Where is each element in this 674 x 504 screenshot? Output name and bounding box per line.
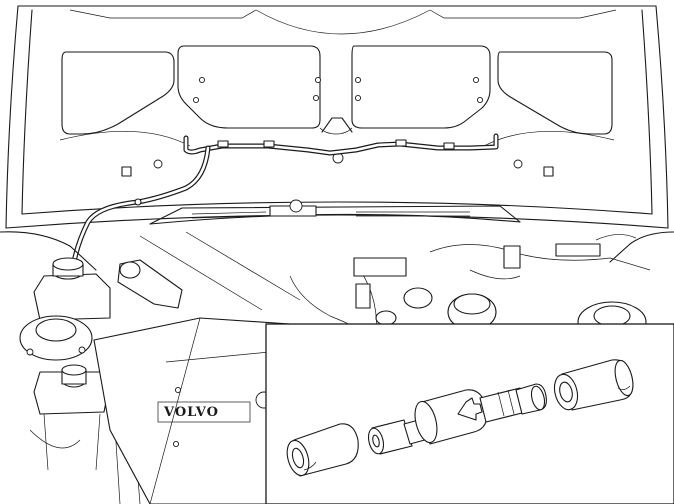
hood-inner-panel-left [59, 45, 337, 147]
hose-end-right [553, 359, 634, 411]
volvo-emblem: VOLVO [163, 405, 219, 420]
hood-latch [321, 117, 353, 164]
hood [5, 5, 669, 229]
hood-inner-panel-right [335, 45, 615, 147]
hose-connector [367, 383, 547, 455]
cowl-grille [149, 199, 521, 225]
engine-bay [0, 231, 674, 341]
hood-holes [121, 76, 554, 177]
washer-reservoir [33, 257, 183, 321]
washer-hose [71, 133, 499, 265]
strut-tower-left [19, 315, 93, 361]
engine-cover: VOLVO [93, 317, 291, 504]
detail-inset [265, 323, 674, 504]
hose-end-left [286, 423, 359, 477]
